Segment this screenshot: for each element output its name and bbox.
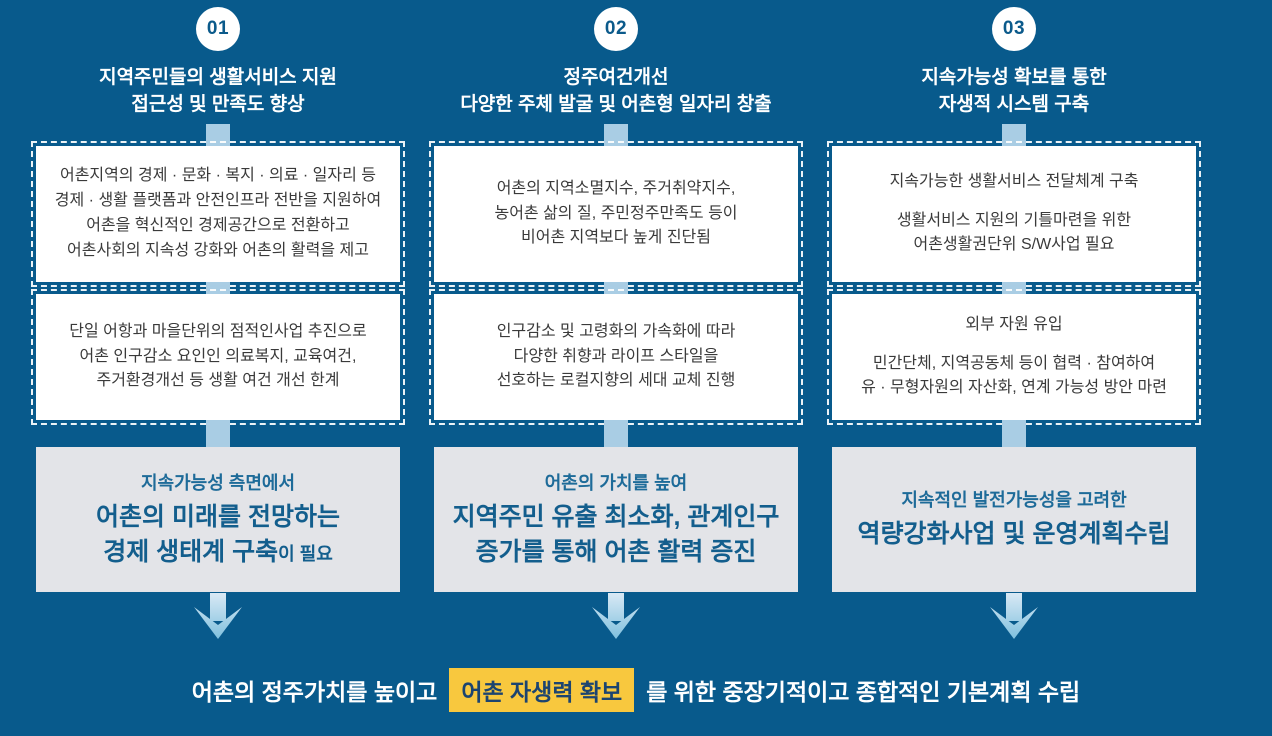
info-line: 민간단체, 지역공동체 등이 협력 · 참여하여	[872, 354, 1156, 372]
info-line: 어촌생활권단위 S/W사업 필요	[913, 236, 1115, 254]
step-number-badge: 01	[196, 7, 240, 51]
info-line: 단일 어항과 마을단위의 점적인사업 추진으로	[69, 322, 367, 340]
connector-bar	[206, 420, 230, 447]
info-line: 생활서비스 지원의 기틀마련을 위한	[896, 211, 1132, 229]
info-line: 선호하는 로컬지향의 세대 교체 진행	[496, 372, 736, 390]
info-box-paragraph: 민간단체, 지역공동체 등이 협력 · 참여하여 유 · 무형자원의 자산화, …	[861, 352, 1167, 402]
result-box: 지속적인 발전가능성을 고려한 역량강화사업 및 운영계획수립	[832, 447, 1196, 592]
result-main-text: 증가를 통해 어촌 활력 증진	[475, 538, 757, 566]
result-main-line: 역량강화사업 및 운영계획수립	[858, 517, 1171, 553]
info-line: 유 · 무형자원의 자산화, 연계 가능성 방안 마련	[861, 379, 1167, 397]
result-main-line: 지역주민 유출 최소화, 관계인구	[452, 502, 780, 531]
column-title-line: 다양한 주체 발굴 및 어촌형 일자리 창출	[460, 94, 772, 115]
column-title-line: 자생적 시스템 구축	[938, 94, 1090, 115]
step-number-badge: 03	[992, 7, 1036, 51]
down-arrow-icon	[990, 593, 1038, 639]
connector-bar	[1002, 420, 1026, 447]
result-main-line: 어촌의 미래를 전망하는	[96, 502, 340, 531]
result-suffix: 이 필요	[278, 544, 333, 564]
info-box: 어촌의 지역소멸지수, 주거취약지수, 농어촌 삶의 질, 주민정주만족도 등이…	[429, 141, 803, 287]
info-box-paragraph: 인구감소 및 고령화의 가속화에 따라 다양한 취향과 라이프 스타일을 선호하…	[497, 320, 736, 394]
down-arrow-icon	[194, 593, 242, 639]
connector-bar	[604, 420, 628, 447]
info-box-paragraph: 외부 자원 유입	[965, 313, 1062, 338]
column-title: 지속가능성 확보를 통한 자생적 시스템 구축	[921, 60, 1106, 124]
result-pre-line: 지속적인 발전가능성을 고려한	[901, 490, 1127, 511]
column-title-line: 정주여건개선	[563, 67, 669, 89]
info-line: 어촌 인구감소 요인인 의료복지, 교육여건,	[79, 347, 357, 365]
connector-bar	[206, 282, 230, 294]
summary-text-left: 어촌의 정주가치를 높이고	[191, 679, 438, 705]
info-line: 어촌의 지역소멸지수, 주거취약지수,	[496, 179, 736, 197]
down-arrow-icon	[592, 593, 640, 639]
info-line: 외부 자원 유입	[965, 315, 1063, 333]
info-box-paragraph: 생활서비스 지원의 기틀마련을 위한 어촌생활권단위 S/W사업 필요	[897, 209, 1131, 259]
summary-highlight: 어촌 자생력 확보	[449, 668, 635, 712]
result-box: 지속가능성 측면에서 어촌의 미래를 전망하는 경제 생태계 구축이 필요	[36, 447, 400, 592]
result-pre-line: 어촌의 가치를 높여	[544, 472, 688, 493]
info-line: 주거환경개선 등 생활 여건 개선 한계	[96, 372, 340, 390]
step-number-badge: 02	[594, 7, 638, 51]
column-title-line: 접근성 및 만족도 향상	[131, 94, 305, 115]
info-box: 단일 어항과 마을단위의 점적인사업 추진으로 어촌 인구감소 요인인 의료복지…	[31, 289, 405, 425]
result-main-text: 경제 생태계 구축	[103, 538, 279, 566]
info-box-paragraph: 어촌지역의 경제 · 문화 · 복지 · 의료 · 일자리 등 경제 · 생활 …	[55, 164, 381, 263]
info-line: 인구감소 및 고령화의 가속화에 따라	[496, 322, 736, 340]
info-line: 경제 · 생활 플랫폼과 안전인프라 전반을 지원하여	[54, 192, 382, 210]
column-title: 정주여건개선 다양한 주체 발굴 및 어촌형 일자리 창출	[460, 60, 771, 124]
connector-bar	[604, 124, 628, 146]
connector-bar	[206, 124, 230, 146]
column-title-line: 지역주민들의 생활서비스 지원	[99, 67, 337, 89]
result-main-line: 증가를 통해 어촌 활력 증진	[476, 535, 757, 571]
info-line: 농어촌 삶의 질, 주민정주만족도 등이	[494, 204, 738, 222]
info-box-paragraph: 단일 어항과 마을단위의 점적인사업 추진으로 어촌 인구감소 요인인 의료복지…	[69, 320, 366, 394]
info-line: 어촌을 혁신적인 경제공간으로 전환하고	[86, 217, 350, 234]
column-1: 01 지역주민들의 생활서비스 지원 접근성 및 만족도 향상 어촌지역의 경제…	[31, 0, 405, 640]
result-pre-line: 지속가능성 측면에서	[140, 472, 296, 493]
column-title: 지역주민들의 생활서비스 지원 접근성 및 만족도 향상	[99, 60, 337, 124]
summary-banner: 어촌의 정주가치를 높이고 어촌 자생력 확보 를 위한 중장기적이고 종합적인…	[0, 668, 1272, 712]
column-title-line: 지속가능성 확보를 통한	[921, 67, 1107, 89]
column-3: 03 지속가능성 확보를 통한 자생적 시스템 구축 지속가능한 생활서비스 전…	[827, 0, 1201, 640]
summary-text-right: 를 위한 중장기적이고 종합적인 기본계획 수립	[646, 679, 1081, 705]
info-box-paragraph: 지속가능한 생활서비스 전달체계 구축	[890, 170, 1139, 195]
connector-bar	[604, 282, 628, 294]
info-box: 인구감소 및 고령화의 가속화에 따라 다양한 취향과 라이프 스타일을 선호하…	[429, 289, 803, 425]
info-box: 어촌지역의 경제 · 문화 · 복지 · 의료 · 일자리 등 경제 · 생활 …	[31, 141, 405, 287]
result-main-text: 역량강화사업 및 운영계획수립	[857, 520, 1171, 549]
info-line: 어촌지역의 경제 · 문화 · 복지 · 의료 · 일자리 등	[59, 167, 376, 185]
connector-bar	[1002, 124, 1026, 146]
result-box: 어촌의 가치를 높여 지역주민 유출 최소화, 관계인구 증가를 통해 어촌 활…	[434, 447, 798, 592]
info-box: 지속가능한 생활서비스 전달체계 구축 생활서비스 지원의 기틀마련을 위한 어…	[827, 141, 1201, 287]
info-line: 지속가능한 생활서비스 전달체계 구축	[889, 172, 1139, 190]
info-box: 외부 자원 유입 민간단체, 지역공동체 등이 협력 · 참여하여 유 · 무형…	[827, 289, 1201, 425]
connector-bar	[1002, 282, 1026, 294]
info-line: 어촌사회의 지속성 강화와 어촌의 활력을 제고	[67, 241, 369, 259]
info-line: 비어촌 지역보다 높게 진단됨	[521, 229, 711, 247]
column-2: 02 정주여건개선 다양한 주체 발굴 및 어촌형 일자리 창출 어촌의 지역소…	[429, 0, 803, 640]
result-main-line: 경제 생태계 구축이 필요	[103, 535, 333, 571]
info-line: 다양한 취향과 라이프 스타일을	[513, 347, 719, 365]
info-box-paragraph: 어촌의 지역소멸지수, 주거취약지수, 농어촌 삶의 질, 주민정주만족도 등이…	[494, 177, 737, 251]
